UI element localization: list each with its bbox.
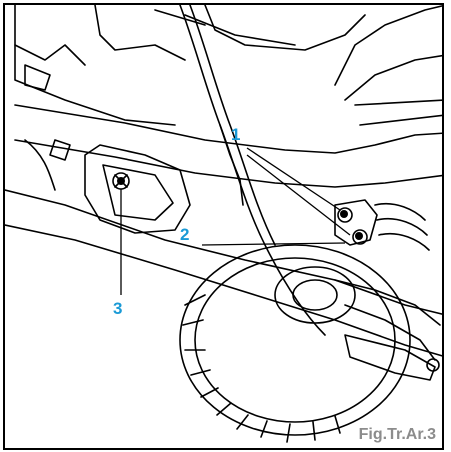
callout-3-label: 3 [113,299,123,318]
figure-caption: Fig.Tr.Ar.3 [358,426,436,443]
callout-2-label: 2 [180,225,190,244]
callout-1-label: 1 [231,125,241,144]
rear-suspension-drawing [5,5,442,443]
figure-frame: 1 2 3 Fig.Tr.Ar.3 [3,3,444,450]
